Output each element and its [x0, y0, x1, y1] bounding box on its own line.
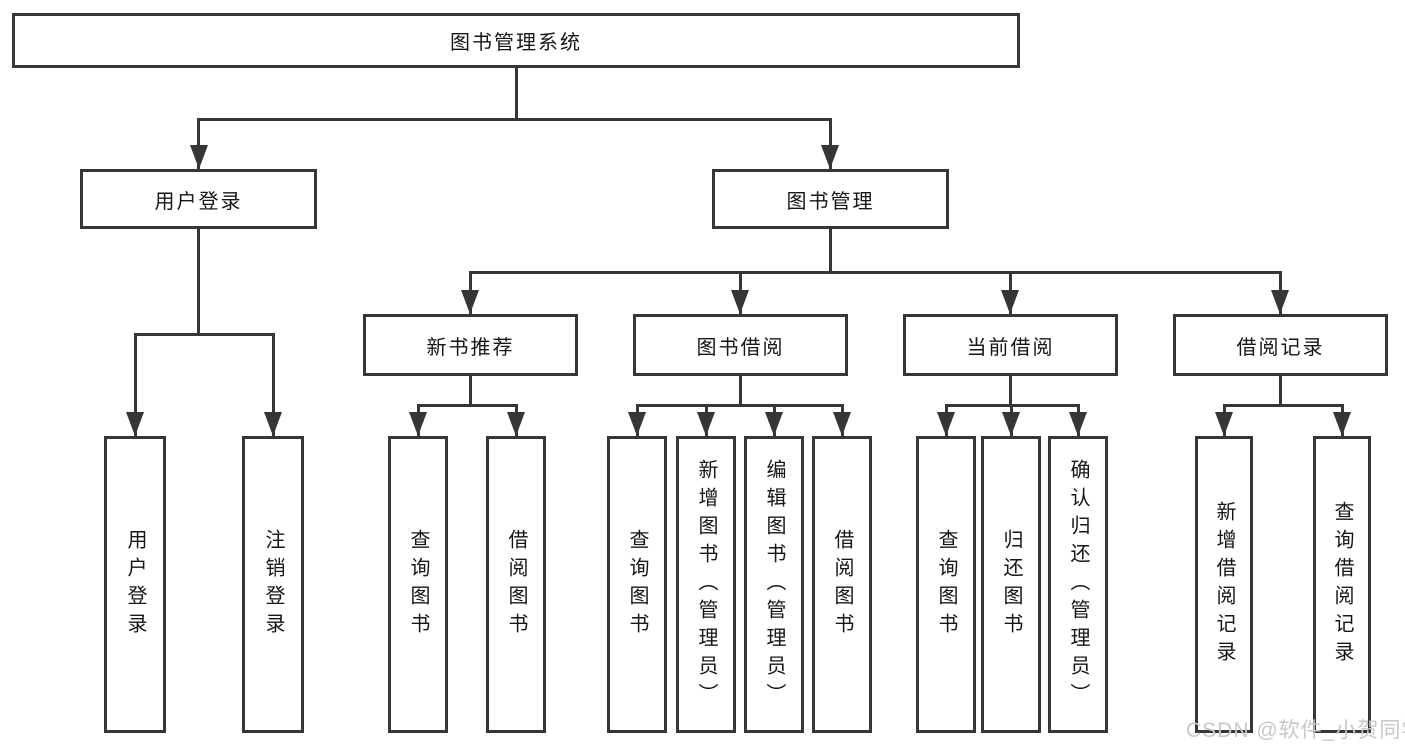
watermark-text: CSDN @软件_小贺同学 — [1186, 719, 1405, 742]
arrow-down-icon — [1002, 412, 1020, 436]
leaf-logout: 注销登录 — [242, 436, 304, 733]
leaf-newbook-borrow-book: 借阅图书 — [486, 436, 546, 733]
node-borrow-record: 借阅记录 — [1173, 314, 1388, 376]
arrow-down-icon — [1215, 412, 1233, 436]
arrow-down-icon — [833, 412, 851, 436]
leaf-label: 查询图书 — [935, 528, 957, 641]
arrow-down-icon — [264, 412, 282, 436]
leaf-borrow-edit-book-admin: 编辑图书（管理员） — [744, 436, 804, 733]
arrow-down-icon — [126, 412, 144, 436]
connector-vline — [515, 68, 518, 121]
connector-hline — [417, 404, 518, 407]
arrow-down-icon — [937, 412, 955, 436]
node-label: 新书推荐 — [426, 336, 515, 359]
leaf-label: 查询借阅记录 — [1331, 500, 1353, 669]
leaf-current-return-book: 归还图书 — [981, 436, 1041, 733]
leaf-label: 新增借阅记录 — [1213, 500, 1235, 669]
leaf-label: 确认归还（管理员） — [1067, 458, 1089, 711]
leaf-label: 编辑图书（管理员） — [763, 458, 785, 711]
leaf-record-add-borrow-record: 新增借阅记录 — [1195, 436, 1253, 733]
node-current-borrow: 当前借阅 — [903, 314, 1118, 376]
leaf-current-confirm-return-admin: 确认归还（管理员） — [1048, 436, 1108, 733]
node-user-login: 用户登录 — [80, 169, 317, 229]
node-new-book-recommend: 新书推荐 — [363, 314, 578, 376]
leaf-label: 借阅图书 — [831, 528, 853, 641]
node-label: 图书借阅 — [696, 336, 785, 359]
connector-vline — [1009, 376, 1012, 407]
leaf-user-login: 用户登录 — [104, 436, 166, 733]
connector-vline — [197, 118, 200, 169]
arrow-down-icon — [507, 412, 525, 436]
connector-hline — [1223, 404, 1344, 407]
node-book-borrow: 图书借阅 — [633, 314, 848, 376]
arrow-down-icon — [461, 290, 479, 314]
leaf-record-query-borrow-record: 查询借阅记录 — [1313, 436, 1371, 733]
connector-vline — [739, 376, 742, 407]
leaf-label: 用户登录 — [124, 528, 146, 641]
node-label: 当前借阅 — [966, 336, 1055, 359]
arrow-down-icon — [1333, 412, 1351, 436]
connector-hline — [197, 118, 832, 121]
connector-vline — [829, 118, 832, 169]
node-book-management: 图书管理 — [712, 169, 949, 229]
leaf-borrow-add-book-admin: 新增图书（管理员） — [676, 436, 736, 733]
node-label: 图书管理 — [786, 190, 875, 213]
leaf-current-query-book: 查询图书 — [916, 436, 976, 733]
leaf-label: 借阅图书 — [505, 528, 527, 641]
connector-vline — [272, 333, 275, 436]
leaf-borrow-borrow-book: 借阅图书 — [812, 436, 872, 733]
leaf-label: 归还图书 — [1000, 528, 1022, 641]
leaf-borrow-query-book: 查询图书 — [607, 436, 667, 733]
connector-vline — [134, 333, 137, 436]
connector-hline — [134, 333, 275, 336]
connector-vline — [829, 228, 832, 274]
node-root: 图书管理系统 — [12, 13, 1020, 68]
connector-hline — [469, 271, 1282, 274]
arrow-down-icon — [190, 145, 208, 169]
arrow-down-icon — [765, 412, 783, 436]
arrow-down-icon — [697, 412, 715, 436]
leaf-label: 注销登录 — [262, 528, 284, 641]
arrow-down-icon — [1001, 290, 1019, 314]
node-label: 借阅记录 — [1236, 336, 1325, 359]
leaf-label: 新增图书（管理员） — [695, 458, 717, 711]
leaf-label: 查询图书 — [407, 528, 429, 641]
arrow-down-icon — [821, 145, 839, 169]
leaf-label: 查询图书 — [626, 528, 648, 641]
leaf-newbook-query-book: 查询图书 — [388, 436, 448, 733]
connector-vline — [197, 228, 200, 336]
arrow-down-icon — [731, 290, 749, 314]
connector-hline — [636, 404, 844, 407]
node-root-label: 图书管理系统 — [450, 32, 582, 54]
node-label: 用户登录 — [154, 190, 243, 213]
arrow-down-icon — [409, 412, 427, 436]
connector-vline — [469, 376, 472, 407]
arrow-down-icon — [1069, 412, 1087, 436]
arrow-down-icon — [628, 412, 646, 436]
connector-vline — [1279, 376, 1282, 407]
arrow-down-icon — [1271, 290, 1289, 314]
